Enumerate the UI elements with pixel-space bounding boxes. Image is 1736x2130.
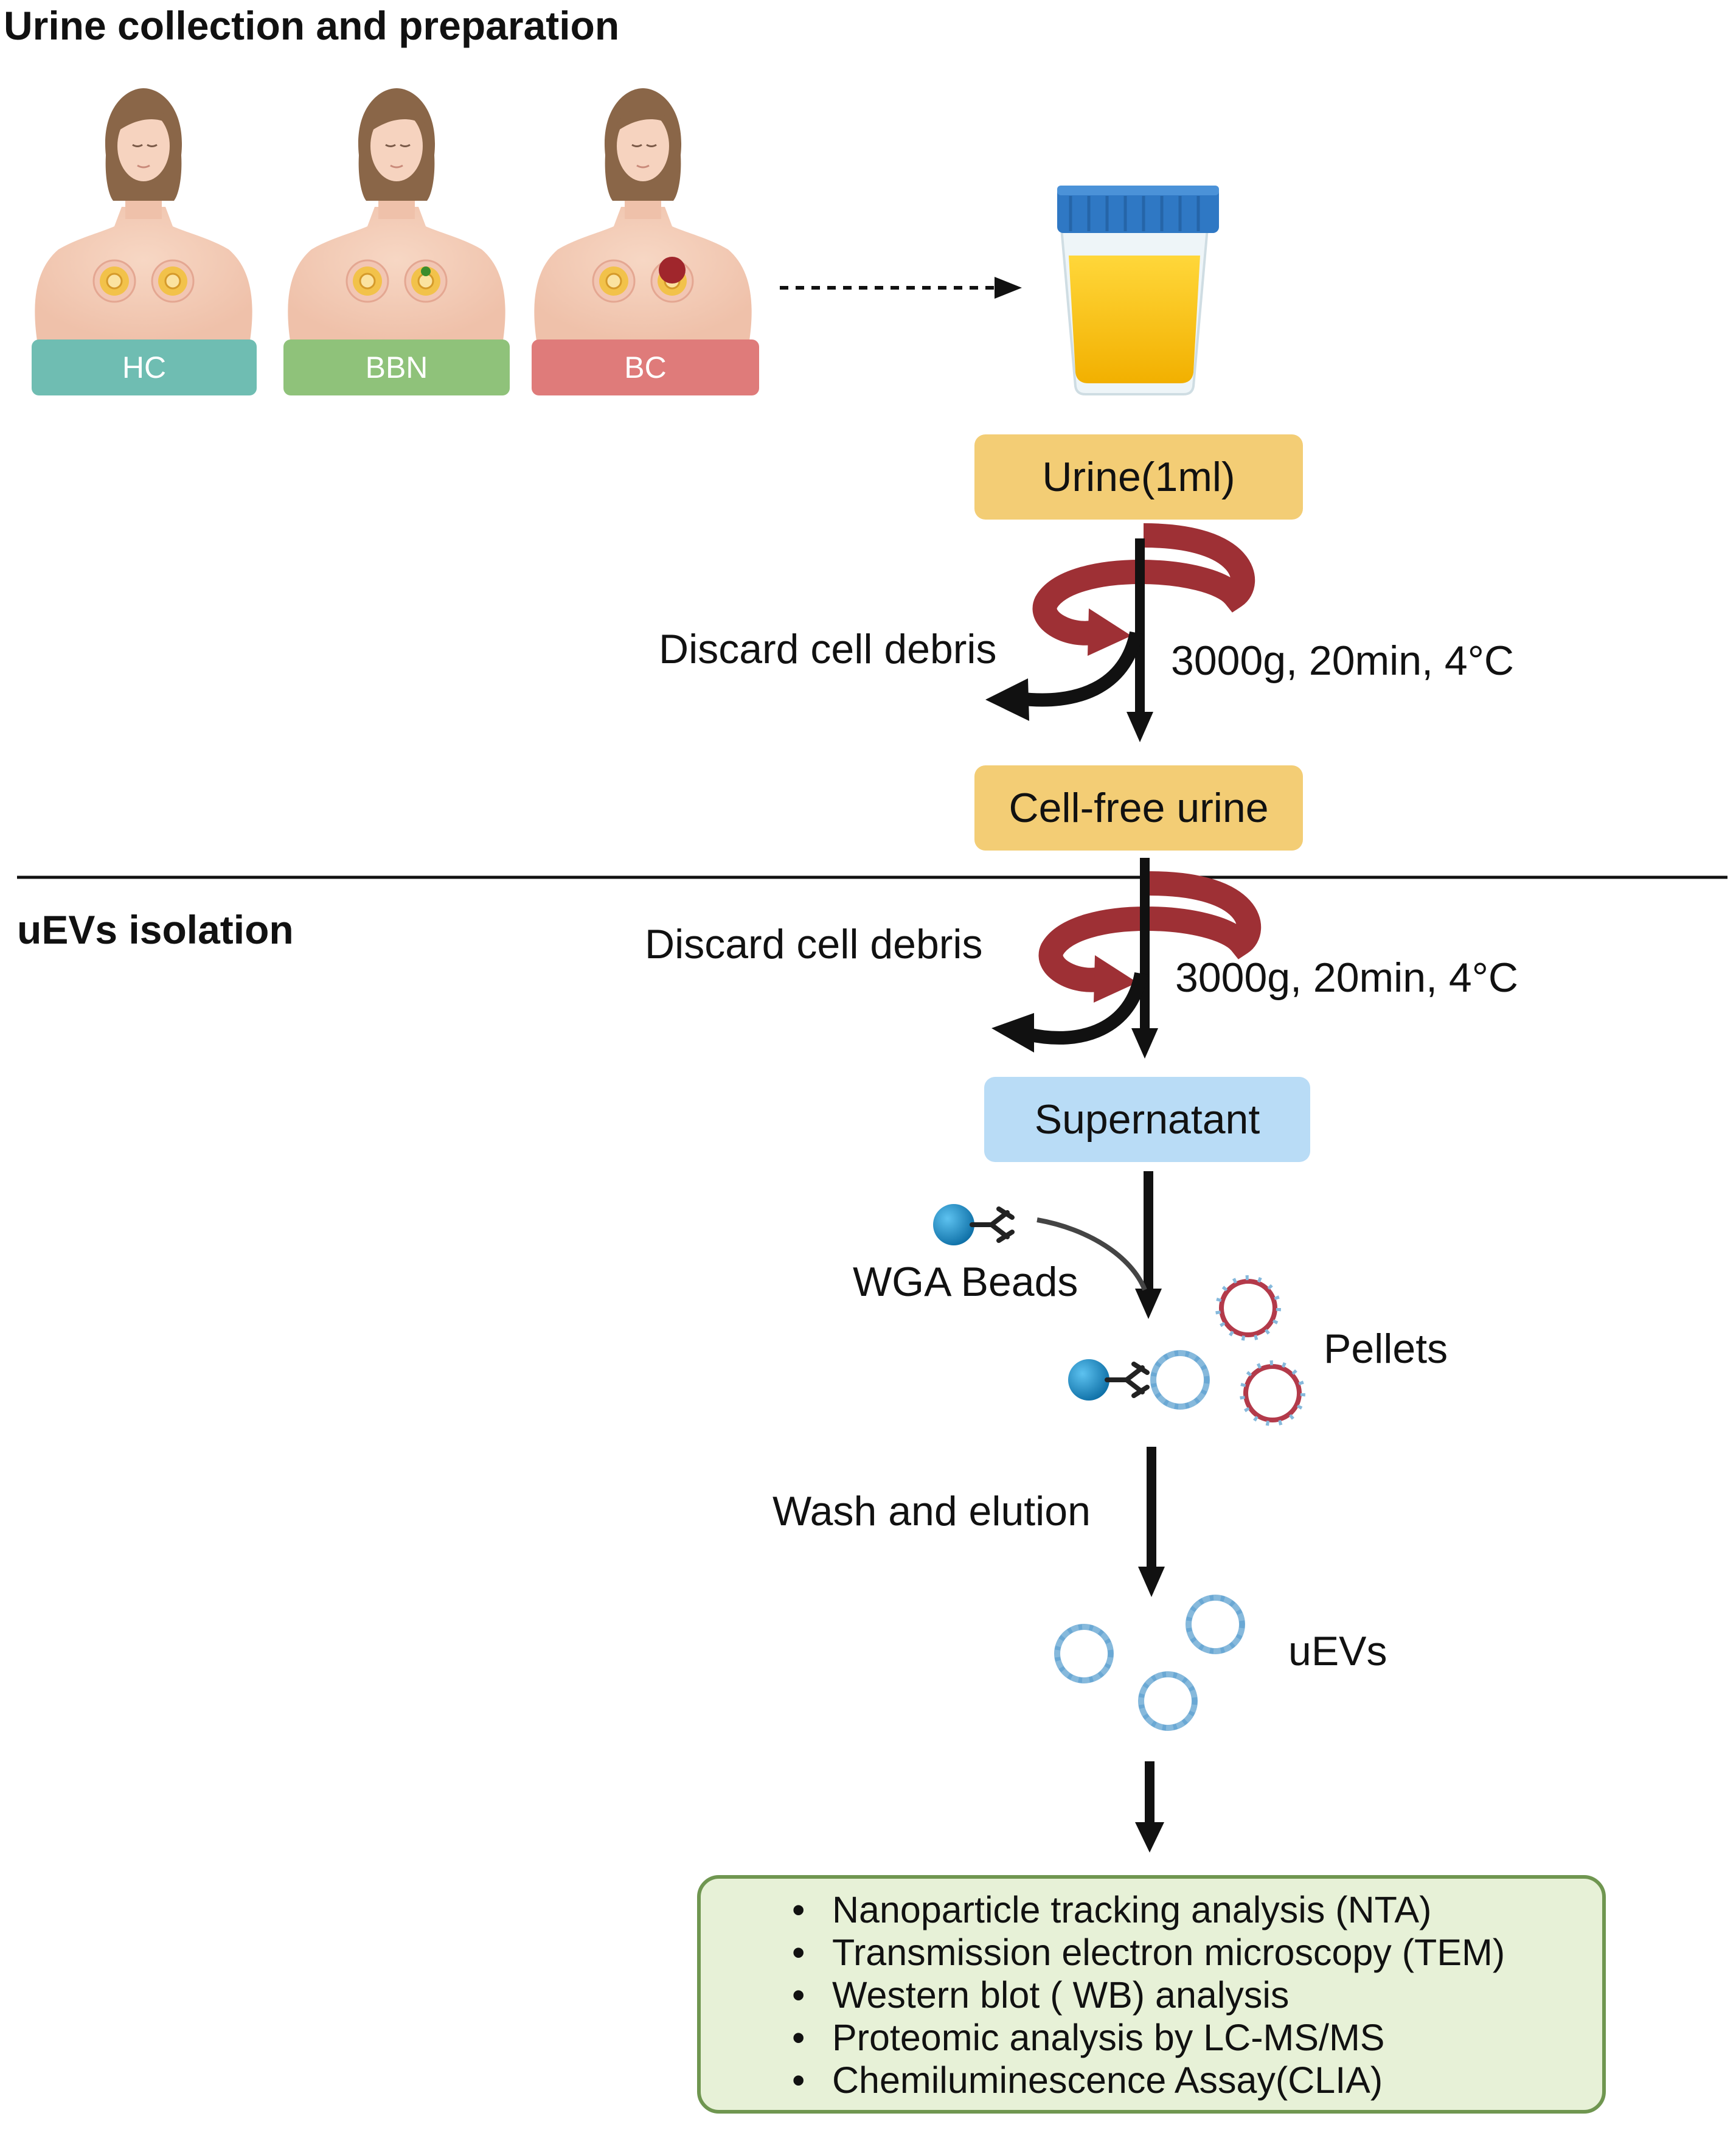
discard-label-2: Discard cell debris — [645, 921, 983, 967]
step-supernatant: Supernatant — [984, 1077, 1310, 1162]
method-item: Nanoparticle tracking analysis (NTA) — [701, 1888, 1602, 1931]
analysis-methods-box: Nanoparticle tracking analysis (NTA) Tra… — [697, 1875, 1606, 2114]
step-urine: Urine(1ml) — [974, 434, 1303, 520]
method-item: Chemiluminescence Assay(CLIA) — [701, 2059, 1602, 2101]
group-label-hc: HC — [32, 339, 257, 395]
group-label-bbn: BBN — [283, 339, 510, 395]
group-label-bc: BC — [532, 339, 759, 395]
methods-list: Nanoparticle tracking analysis (NTA) Tra… — [701, 1879, 1602, 2101]
wga-beads-label: WGA Beads — [853, 1259, 1078, 1305]
step-cell-free-urine: Cell-free urine — [974, 765, 1303, 851]
method-item: Western blot ( WB) analysis — [701, 1974, 1602, 2016]
method-item: Transmission electron microscopy (TEM) — [701, 1931, 1602, 1974]
discard-label-1: Discard cell debris — [659, 626, 997, 672]
isolation-section-title: uEVs isolation — [17, 907, 294, 952]
method-item: Proteomic analysis by LC-MS/MS — [701, 2016, 1602, 2059]
wash-elution-label: Wash and elution — [773, 1488, 1091, 1534]
collection-section-title: Urine collection and preparation — [4, 3, 620, 48]
centrifuge-conditions-2: 3000g, 20min, 4°C — [1175, 955, 1518, 1001]
centrifuge-conditions-1: 3000g, 20min, 4°C — [1171, 638, 1514, 684]
uevs-label: uEVs — [1288, 1628, 1387, 1674]
pellets-label: Pellets — [1324, 1326, 1448, 1372]
